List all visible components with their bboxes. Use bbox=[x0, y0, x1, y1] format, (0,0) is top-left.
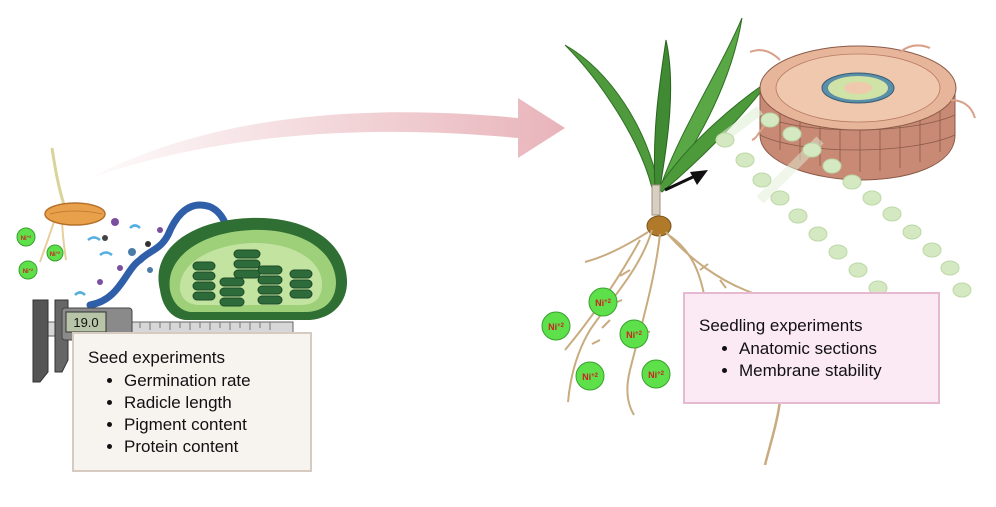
list-item: Protein content bbox=[124, 436, 300, 458]
ni-ion: Ni+2 bbox=[46, 244, 64, 262]
svg-text:Ni+2: Ni+2 bbox=[648, 370, 665, 380]
seed-experiments-list: Germination rate Radicle length Pigment … bbox=[88, 370, 300, 458]
ni-ion: Ni+2 bbox=[619, 319, 649, 349]
seed-experiments-title: Seed experiments bbox=[88, 348, 226, 367]
seedling-experiments-box: Seedling experiments Anatomic sections M… bbox=[683, 292, 940, 404]
list-item: Anatomic sections bbox=[739, 338, 930, 360]
ni-ion: Ni+2 bbox=[575, 361, 605, 391]
ion-group-seedling: Ni+2 Ni+2 Ni+2 Ni+2 Ni+2 bbox=[541, 287, 671, 391]
seedling-experiments-title: Seedling experiments bbox=[699, 316, 863, 335]
ni-ion: Ni+2 bbox=[588, 287, 618, 317]
svg-text:Ni+2: Ni+2 bbox=[582, 372, 599, 382]
svg-text:Ni+2: Ni+2 bbox=[548, 322, 565, 332]
ni-ion: Ni+2 bbox=[18, 260, 38, 280]
transition-arrow bbox=[90, 98, 565, 178]
ni-ion: Ni+2 bbox=[641, 359, 671, 389]
pointer-arrow bbox=[664, 170, 708, 192]
list-item: Radicle length bbox=[124, 392, 300, 414]
svg-text:Ni+2: Ni+2 bbox=[595, 298, 612, 308]
root-cross-section bbox=[749, 44, 976, 181]
ion-group-seed: Ni+2 Ni+2 Ni+2 bbox=[16, 227, 64, 280]
list-item: Germination rate bbox=[124, 370, 300, 392]
germinating-seed bbox=[39, 147, 106, 263]
molecular-chain bbox=[86, 201, 230, 309]
seedling-experiments-list: Anatomic sections Membrane stability bbox=[699, 338, 930, 382]
list-item: Membrane stability bbox=[739, 360, 930, 382]
caliper-reading: 19.0 bbox=[73, 315, 98, 330]
ni-ion: Ni+2 bbox=[541, 311, 571, 341]
thylakoid-stacks bbox=[192, 249, 313, 307]
svg-text:Ni+2: Ni+2 bbox=[626, 330, 643, 340]
chloroplast bbox=[158, 217, 348, 320]
list-item: Pigment content bbox=[124, 414, 300, 436]
svg-text:Ni+2: Ni+2 bbox=[21, 234, 32, 242]
ni-ion: Ni+2 bbox=[16, 227, 36, 247]
seed-experiments-box: Seed experiments Germination rate Radicl… bbox=[72, 332, 312, 472]
svg-text:Ni+2: Ni+2 bbox=[50, 250, 61, 258]
svg-text:Ni+2: Ni+2 bbox=[23, 267, 34, 275]
